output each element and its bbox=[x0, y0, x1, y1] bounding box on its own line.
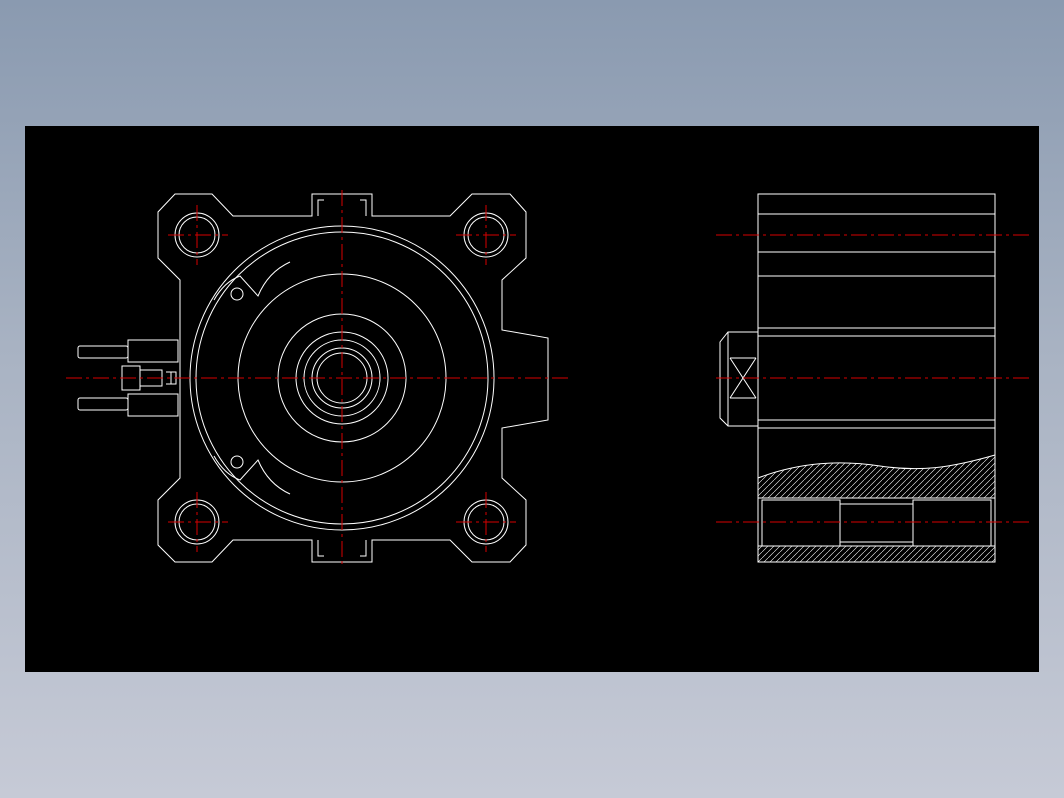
section-hole-left bbox=[761, 499, 841, 547]
ring-lug-upper bbox=[230, 287, 244, 301]
section-hatch-upper bbox=[758, 455, 995, 498]
top-slot bbox=[317, 199, 367, 216]
section-hatch-lower bbox=[758, 546, 995, 562]
sensor-fitting bbox=[77, 339, 179, 417]
bottom-slot bbox=[317, 540, 367, 557]
front-centerlines bbox=[66, 190, 572, 565]
retaining-ring-lower bbox=[213, 455, 291, 495]
body-outline bbox=[157, 193, 549, 563]
side-view bbox=[716, 193, 1030, 563]
break-line bbox=[757, 454, 996, 479]
cad-drawing-canvas[interactable] bbox=[25, 126, 1039, 672]
ring-lug-lower bbox=[230, 455, 244, 469]
section-hole-right bbox=[912, 499, 992, 547]
retaining-ring-upper bbox=[213, 261, 291, 301]
side-centerlines bbox=[716, 234, 1030, 523]
rod-end-nut bbox=[719, 331, 758, 427]
front-view bbox=[66, 190, 572, 565]
